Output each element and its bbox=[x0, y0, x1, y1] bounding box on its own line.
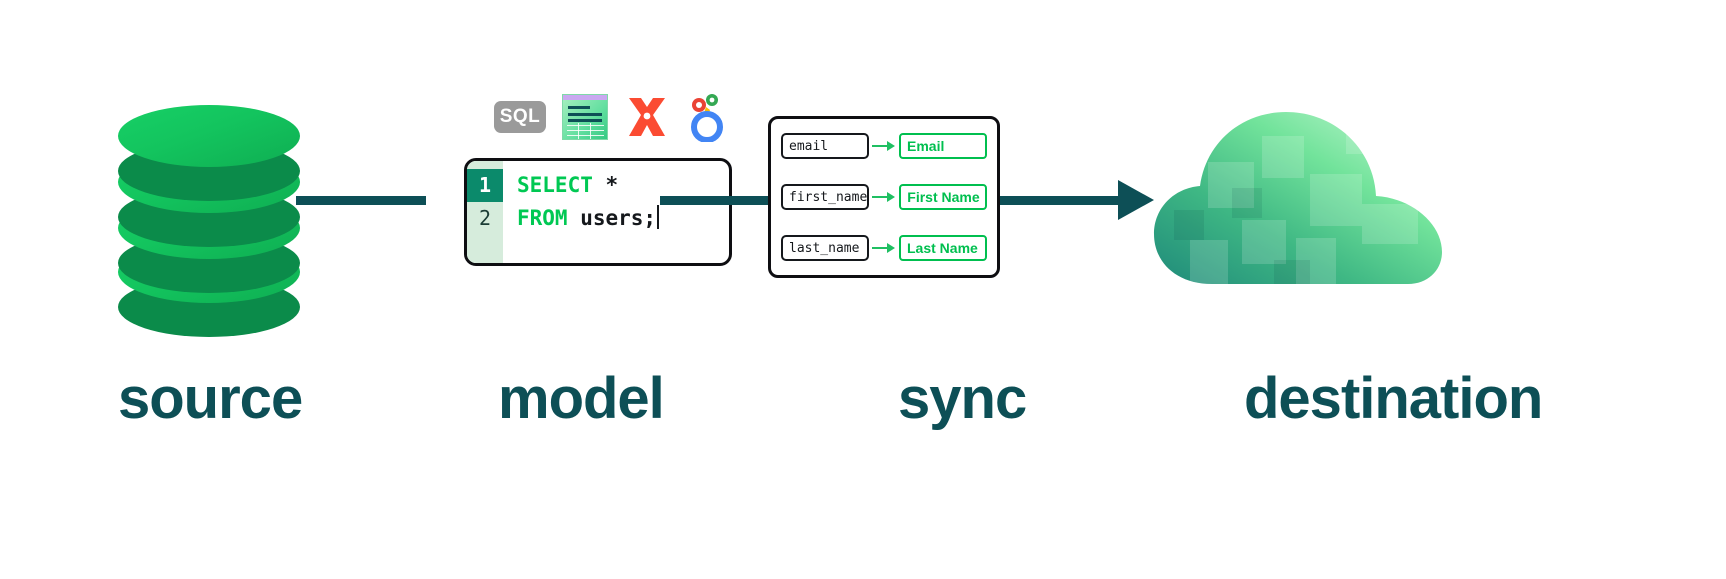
editor-code-body[interactable]: SELECT * FROM users; bbox=[503, 161, 729, 263]
source-field[interactable]: first_name bbox=[781, 184, 870, 210]
line-number: 1 bbox=[467, 169, 503, 202]
sql-icon: SQL bbox=[494, 101, 546, 133]
connector-sync-to-destination bbox=[1000, 196, 1122, 205]
connector-source-to-model bbox=[296, 196, 426, 205]
cloud-icon bbox=[1150, 100, 1460, 300]
code-line: FROM users; bbox=[517, 202, 729, 235]
spreadsheet-grid-line bbox=[567, 130, 604, 131]
arrow-head bbox=[887, 243, 895, 253]
destination-field[interactable]: First Name bbox=[899, 184, 987, 210]
destination-field[interactable]: Email bbox=[899, 133, 987, 159]
looker-studio-icon bbox=[686, 92, 728, 143]
arrow-shaft bbox=[872, 196, 890, 198]
stage-label-sync: sync bbox=[898, 366, 1027, 431]
text-caret bbox=[657, 205, 660, 229]
spreadsheet-grid-line bbox=[567, 135, 604, 136]
arrow-shaft bbox=[872, 247, 889, 249]
sql-keyword: SELECT bbox=[517, 173, 593, 197]
editor-gutter: 1 2 bbox=[467, 161, 503, 263]
arrow-head bbox=[887, 141, 895, 151]
code-line: SELECT * bbox=[517, 169, 729, 202]
mapping-arrow-icon bbox=[872, 140, 896, 152]
stage-label-destination: destination bbox=[1244, 366, 1543, 431]
field-mapping-row[interactable]: email Email bbox=[781, 133, 987, 159]
spreadsheet-title-line bbox=[568, 106, 590, 109]
database-disc bbox=[118, 105, 300, 167]
line-number: 2 bbox=[478, 206, 492, 230]
sql-keyword: FROM bbox=[517, 206, 568, 230]
spreadsheet-grid-line bbox=[590, 123, 591, 139]
mapping-arrow-icon bbox=[872, 191, 896, 203]
stage-label-model: model bbox=[498, 366, 665, 431]
arrow-shaft bbox=[872, 145, 889, 147]
sql-model-editor[interactable]: 1 2 SELECT * FROM users; bbox=[464, 158, 732, 266]
destination-field[interactable]: Last Name bbox=[899, 235, 987, 261]
field-mapping-row[interactable]: last_name Last Name bbox=[781, 235, 987, 261]
connector-arrow-head bbox=[1118, 180, 1154, 220]
database-cylinder-icon bbox=[118, 105, 300, 337]
sql-expression: users; bbox=[567, 206, 657, 230]
spreadsheet-row-line bbox=[568, 119, 602, 122]
x-mark-icon bbox=[624, 94, 670, 140]
mapping-arrow-icon bbox=[872, 242, 896, 254]
spreadsheet-header-bar bbox=[563, 95, 607, 100]
spreadsheet-icon bbox=[562, 94, 608, 140]
model-tool-icons: SQL bbox=[494, 92, 728, 143]
spreadsheet-row-line bbox=[568, 113, 602, 116]
source-field[interactable]: email bbox=[781, 133, 869, 159]
field-mapping-row[interactable]: first_name First Name bbox=[781, 184, 987, 210]
spreadsheet-grid-line bbox=[578, 123, 579, 139]
arrow-head bbox=[887, 192, 896, 202]
source-field[interactable]: last_name bbox=[781, 235, 869, 261]
stage-label-source: source bbox=[118, 366, 303, 431]
sql-expression: * bbox=[592, 173, 619, 197]
connector-model-to-sync bbox=[660, 196, 768, 205]
sync-field-mapping-card[interactable]: email Email first_name First Name last_n… bbox=[768, 116, 1000, 278]
spreadsheet-grid-line bbox=[567, 125, 604, 126]
